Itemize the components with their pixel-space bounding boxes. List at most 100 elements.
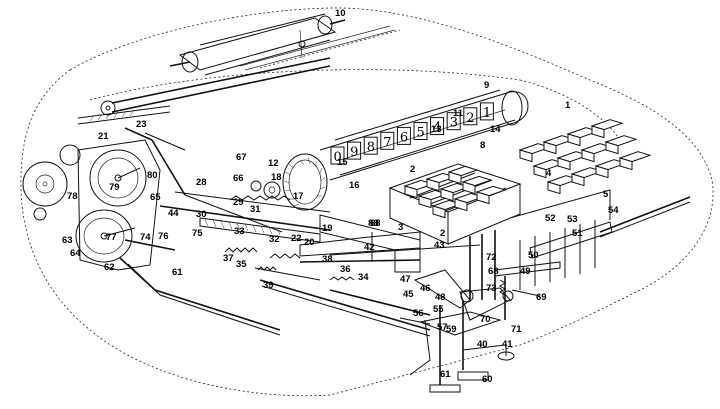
reference-numeral: 33	[234, 226, 245, 237]
reference-numeral: 75	[192, 228, 203, 239]
keys-left	[403, 165, 507, 219]
reference-numeral: 23	[136, 119, 147, 130]
reference-numeral: 79	[109, 182, 120, 193]
key	[580, 143, 614, 163]
key	[461, 175, 493, 195]
reference-numeral: 65	[150, 192, 161, 203]
reference-numeral: 64	[70, 248, 81, 259]
reference-numeral: 8	[480, 140, 485, 151]
digit-window	[413, 122, 428, 140]
reference-numeral: 20	[304, 237, 315, 248]
bottom-rods	[119, 231, 481, 337]
key	[542, 135, 576, 155]
reference-numeral: 74	[140, 232, 151, 243]
reference-numeral: 78	[67, 191, 78, 202]
reference-numeral: 10	[335, 8, 346, 19]
reference-numeral: 73	[486, 283, 497, 294]
key	[447, 165, 479, 185]
reference-numeral: 29	[233, 197, 244, 208]
main-gear	[250, 153, 328, 211]
reference-numeral: 22	[291, 233, 302, 244]
register-digit: 4	[433, 121, 441, 136]
left-wheels	[22, 139, 176, 271]
reference-numeral: 3	[398, 222, 403, 233]
reference-numeral: 68	[488, 266, 499, 277]
reference-numeral: 47	[400, 274, 411, 285]
register-digit: 1	[483, 106, 491, 121]
register-digit: 7	[383, 135, 391, 150]
reference-numeral: 54	[608, 205, 619, 216]
reference-numeral: 11	[453, 108, 464, 119]
reference-numeral: 40	[477, 339, 488, 350]
register-digit: 5	[417, 126, 425, 141]
digit-window	[363, 136, 378, 155]
register-digit: 9	[350, 145, 358, 160]
reference-numeral: 59	[446, 324, 457, 335]
digit-window	[463, 107, 478, 126]
reference-numeral: 60	[482, 374, 493, 385]
reference-numeral: 42	[364, 242, 375, 253]
reference-numeral: 48	[435, 292, 446, 303]
reference-numeral: 44	[168, 208, 179, 219]
carriage-bar	[77, 57, 331, 125]
top-roller	[169, 13, 401, 76]
keyboard-left	[388, 163, 522, 245]
reference-numeral: 45	[403, 289, 414, 300]
reference-numeral: 88	[368, 218, 379, 229]
housing-outline	[20, 7, 714, 397]
reference-numeral: 35	[236, 259, 247, 270]
reference-numeral: 80	[147, 170, 158, 181]
reference-numeral: 17	[293, 191, 304, 202]
register-digit: 2	[466, 111, 474, 126]
reference-numeral: 63	[62, 235, 73, 246]
reference-numeral: 52	[545, 213, 556, 224]
reference-numeral: 16	[349, 180, 360, 191]
reference-numeral: 76	[158, 231, 169, 242]
reference-numeral: 67	[236, 152, 247, 163]
reference-numeral: 19	[322, 223, 333, 234]
key	[604, 135, 638, 155]
reference-numeral: 77	[106, 232, 117, 243]
reference-numeral: 71	[511, 324, 522, 335]
lower-rods	[399, 300, 515, 393]
key	[566, 127, 600, 147]
reference-numeral: 49	[520, 266, 531, 277]
reference-numeral: 15	[337, 157, 348, 168]
reference-numeral: 57	[437, 322, 448, 333]
reference-numeral: 55	[433, 304, 444, 315]
reference-numeral: 62	[104, 262, 115, 273]
reference-numeral: 37	[223, 253, 234, 264]
digit-window	[347, 141, 362, 160]
reference-numeral: 36	[340, 264, 351, 275]
key	[590, 119, 624, 139]
keyboard-right	[469, 119, 691, 300]
reference-numeral: 21	[98, 131, 109, 142]
digit-window	[479, 102, 494, 121]
reference-numeral: 70	[480, 314, 491, 325]
reference-numeral: 38	[322, 254, 333, 265]
reference-numeral: 4	[546, 168, 552, 179]
reference-numeral: 13	[431, 124, 442, 135]
key	[594, 159, 628, 179]
reference-numeral: 2	[410, 164, 415, 175]
reference-numeral: 28	[196, 177, 207, 188]
key	[425, 172, 457, 192]
reference-numeral: 61	[172, 267, 183, 278]
key	[570, 167, 604, 187]
digit-window	[446, 112, 461, 131]
key	[417, 189, 449, 209]
digit-window	[430, 117, 445, 136]
reference-numeral: 51	[572, 228, 583, 239]
digit-window	[380, 131, 395, 150]
reference-numeral: 41	[502, 339, 513, 350]
center-bracket	[319, 214, 421, 273]
reference-numeral: 43	[434, 240, 445, 251]
reference-numeral: 2	[440, 228, 445, 239]
keys-right	[518, 119, 652, 195]
shafts	[159, 191, 421, 281]
register-digit: 3	[450, 116, 458, 131]
reference-numeral: 72	[486, 252, 497, 263]
